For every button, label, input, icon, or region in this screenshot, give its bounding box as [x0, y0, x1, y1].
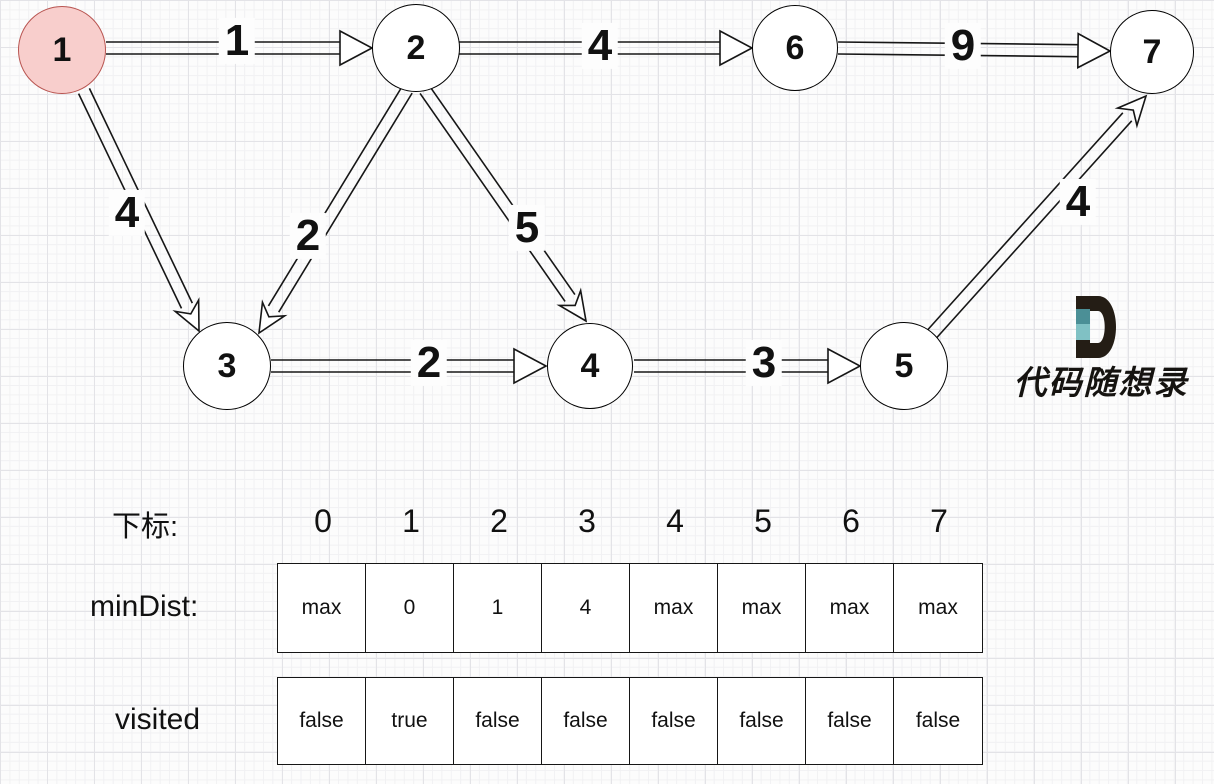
edge-arrowhead-icon — [719, 29, 754, 67]
edge-arrowhead-icon — [1076, 32, 1112, 69]
visited-cell: false — [454, 678, 542, 764]
edge-arrowhead-icon — [827, 347, 862, 385]
index-cell: 0 — [314, 503, 332, 539]
edge-line — [935, 120, 1133, 339]
graph-node-3: 3 — [183, 322, 271, 410]
edge-line — [926, 112, 1124, 331]
visited-cell: false — [806, 678, 894, 764]
mindist-cell: 0 — [366, 564, 454, 652]
visited-cell: false — [718, 678, 806, 764]
mindist-cell: max — [718, 564, 806, 652]
index-cell: 6 — [842, 503, 860, 539]
graph-node-6: 6 — [752, 5, 838, 91]
brand-logo-d-icon — [1076, 296, 1116, 358]
index-row: 0 1 2 3 4 5 6 7 — [279, 503, 983, 540]
edge-arrowhead-icon — [258, 299, 288, 335]
visited-cell: true — [366, 678, 454, 764]
visited-cell: false — [915, 709, 961, 732]
edge-weight-label: 9 — [944, 22, 982, 70]
edge-weight-label: 4 — [108, 189, 146, 237]
mindist-label: minDist: — [90, 590, 199, 623]
edge-line — [278, 92, 413, 313]
visited-cell: false — [630, 678, 718, 764]
edge-weight-label: 4 — [581, 22, 619, 70]
edge-arrowhead-icon — [556, 287, 588, 323]
mindist-cell: 4 — [542, 564, 630, 652]
edge-line — [267, 86, 403, 307]
visited-cell: false — [542, 678, 630, 764]
mindist-cell: max — [918, 596, 958, 619]
graph-node-1: 1 — [18, 6, 106, 94]
mindist-cell: max — [630, 564, 718, 652]
edge-arrowhead-icon — [172, 297, 200, 333]
index-cell: 1 — [402, 503, 420, 539]
edge-line — [429, 86, 576, 296]
index-cell: 2 — [490, 503, 508, 539]
graph-node-4: 4 — [547, 323, 633, 409]
visited-cell: false — [278, 678, 366, 764]
index-cell: 5 — [754, 503, 772, 539]
edge-weight-label: 2 — [289, 212, 327, 260]
edge-arrowhead-icon — [513, 347, 548, 385]
graph-node-2: 2 — [372, 4, 460, 92]
edge-weight-label: 3 — [745, 339, 783, 387]
graph-node-5: 5 — [860, 322, 948, 410]
brand-text: 代码随想录 — [1013, 363, 1189, 402]
index-cell: 4 — [666, 503, 684, 539]
mindist-cell: max — [806, 564, 894, 652]
edge-weight-label: 4 — [1059, 178, 1097, 226]
edge-weight-label: 5 — [508, 204, 546, 252]
mindist-cell: max — [278, 564, 366, 652]
edge-weight-label: 1 — [218, 17, 256, 65]
edge-line — [419, 92, 566, 302]
edge-weight-label: 2 — [410, 339, 448, 387]
mindist-cell: 1 — [454, 564, 542, 652]
edge-arrowhead-icon — [339, 29, 374, 67]
index-cell: 3 — [578, 503, 596, 539]
graph-node-7: 7 — [1110, 10, 1194, 94]
visited-label: visited — [115, 703, 201, 736]
index-cell: 7 — [930, 503, 948, 539]
index-label: 下标: — [112, 511, 179, 543]
edge-arrowhead-icon — [1114, 94, 1148, 129]
